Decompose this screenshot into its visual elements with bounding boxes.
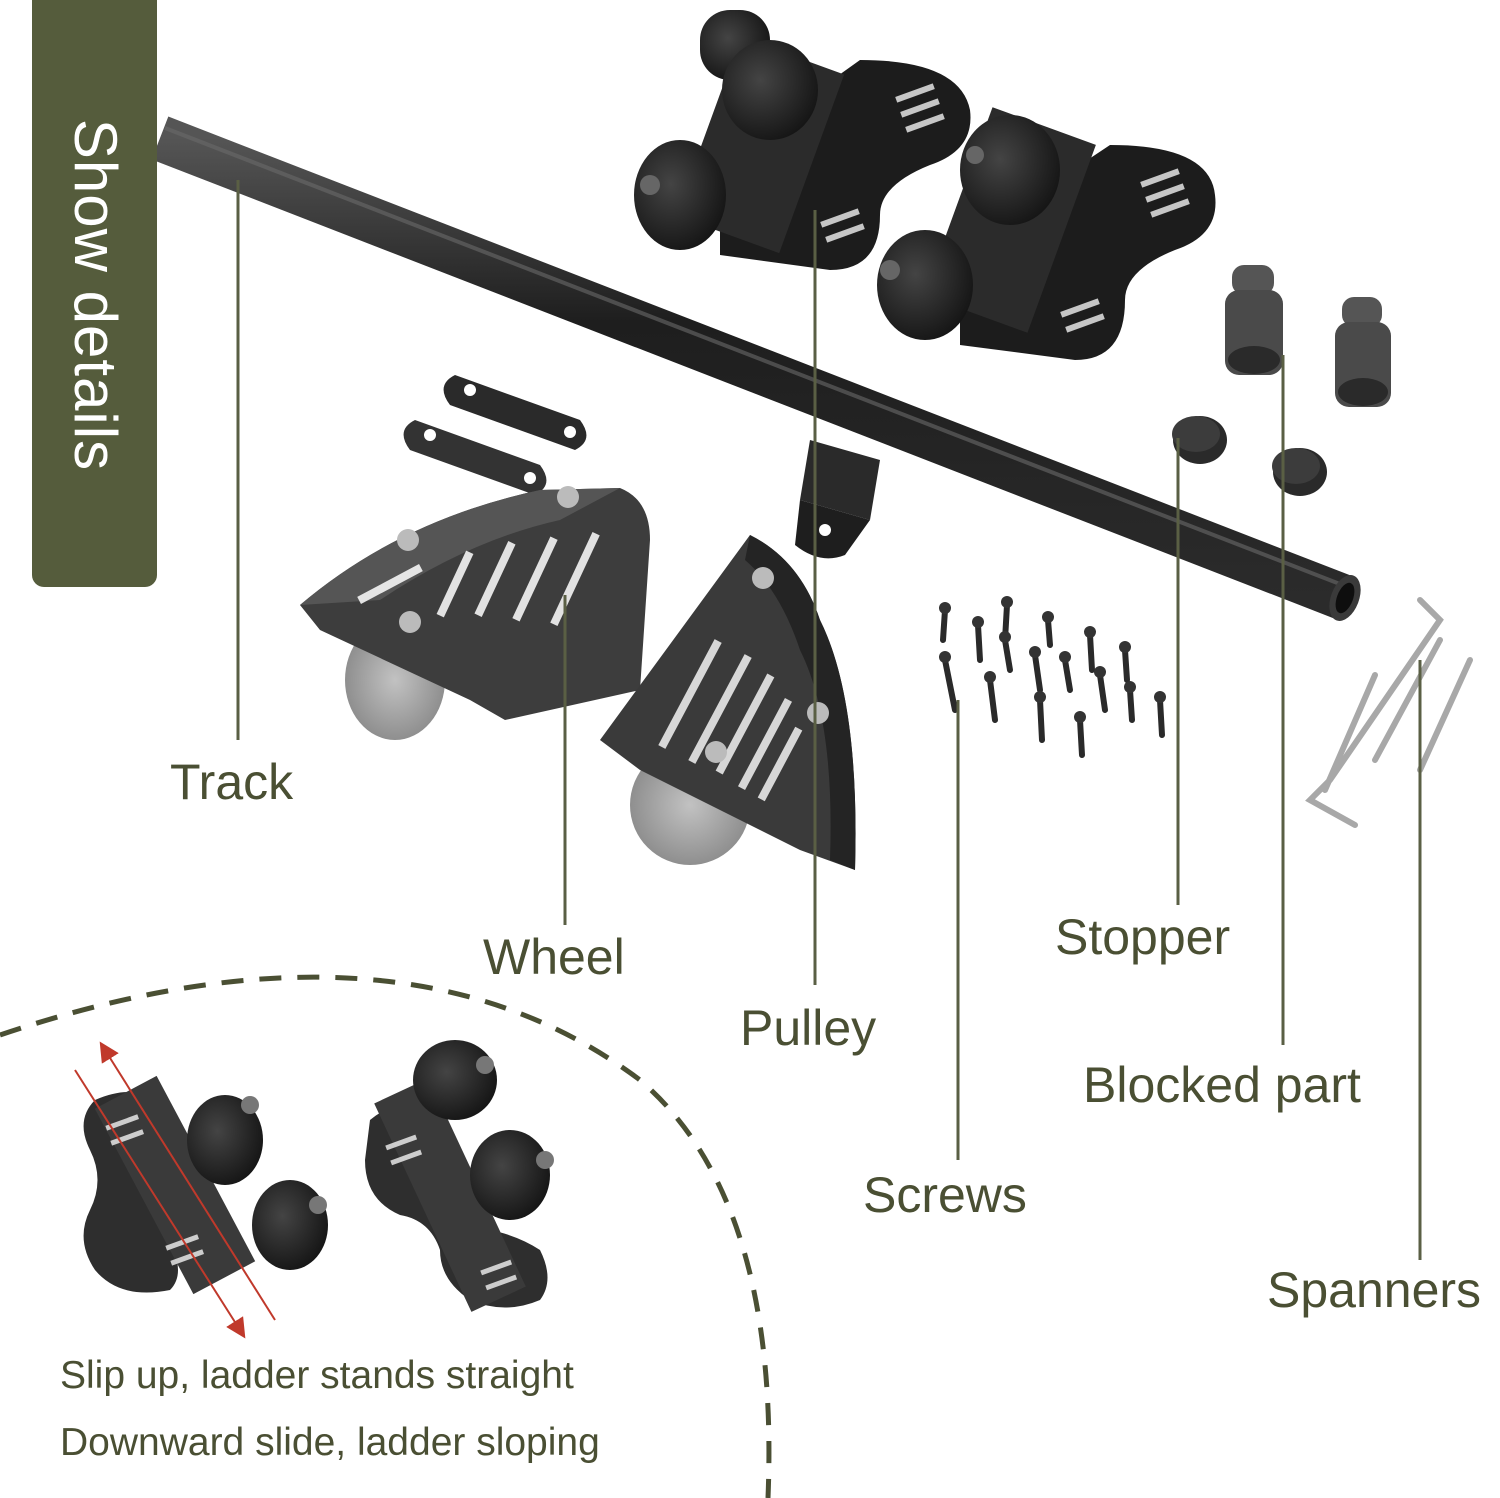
spanners xyxy=(1305,597,1473,828)
caption-downward-slide: Downward slide, ladder sloping xyxy=(60,1421,600,1464)
label-stopper: Stopper xyxy=(1055,909,1231,965)
track-rod xyxy=(151,116,1361,621)
show-details-title: Show details xyxy=(62,118,129,472)
leader-lines xyxy=(236,180,1422,1260)
inset-pulley-sloping xyxy=(74,1041,328,1339)
label-blocked-part: Blocked part xyxy=(1083,1057,1361,1113)
label-screws: Screws xyxy=(863,1167,1027,1223)
label-spanners: Spanners xyxy=(1267,1262,1482,1318)
wheel-bracket-2 xyxy=(600,535,856,870)
label-pulley: Pulley xyxy=(740,1000,877,1056)
caption-slip-up: Slip up, ladder stands straight xyxy=(60,1354,574,1397)
show-details-badge xyxy=(32,0,157,587)
wheel-bracket-1 xyxy=(300,486,650,740)
rod-bracket xyxy=(795,440,880,559)
mounting-plates xyxy=(403,375,587,495)
blocked-parts xyxy=(1225,265,1391,407)
label-track: Track xyxy=(170,754,294,810)
stoppers xyxy=(1172,416,1327,496)
pulley-assembly-2 xyxy=(877,107,1216,360)
screws xyxy=(939,596,1166,758)
label-wheel: Wheel xyxy=(483,929,625,985)
pulley-assembly-1 xyxy=(634,10,971,270)
inset-dashed-border xyxy=(0,974,772,1498)
inset-pulley-straight xyxy=(365,1040,554,1312)
